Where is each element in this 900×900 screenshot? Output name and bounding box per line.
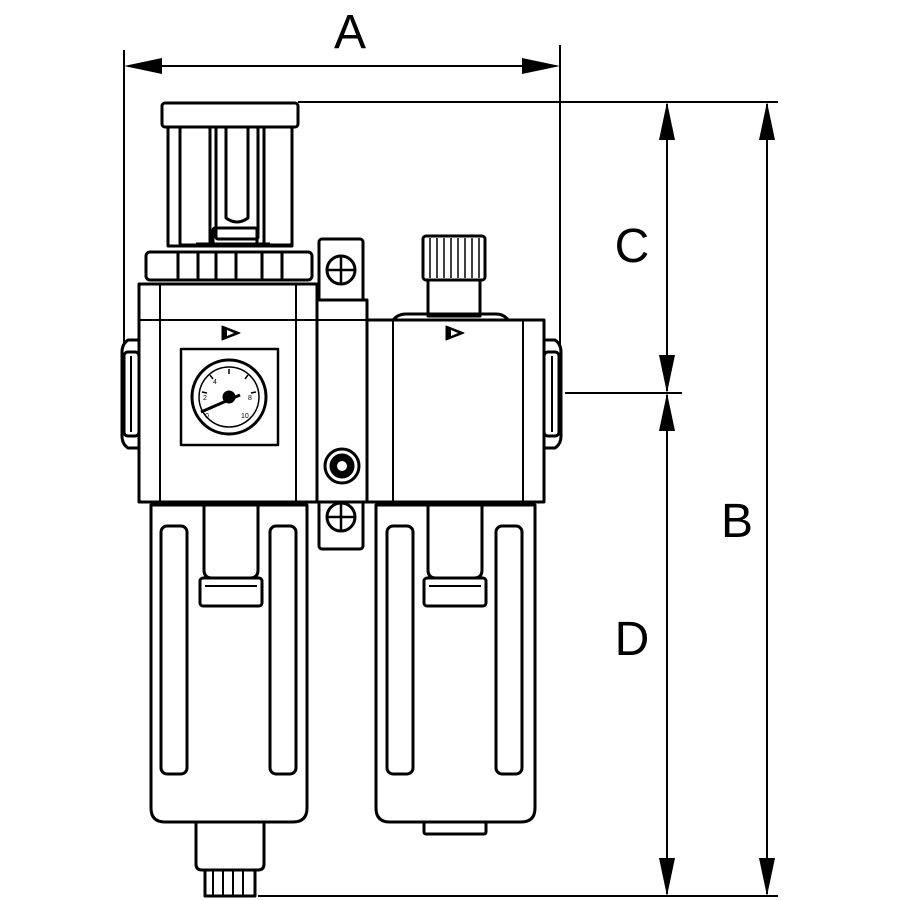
gauge-tick-0: 0 — [205, 413, 209, 420]
dimension-label-b: B — [721, 495, 753, 548]
dimension-lines — [123, 45, 778, 897]
lubricator-bowl — [374, 503, 537, 836]
dimension-label-d: D — [615, 613, 650, 666]
gauge-tick-8: 8 — [248, 395, 252, 402]
adjustment-knob — [160, 101, 300, 248]
pressure-gauge — [179, 347, 280, 447]
gauge-tick-4: 4 — [213, 379, 217, 386]
dimension-label-a: A — [334, 6, 366, 59]
inlet-port — [120, 338, 141, 450]
lock-nut — [144, 242, 314, 282]
dimension-label-c: C — [615, 220, 650, 273]
gauge-tick-2: 2 — [203, 395, 207, 402]
outlet-port — [542, 338, 563, 450]
oil-adjust-knob — [421, 234, 487, 318]
lubricator-unit — [365, 234, 563, 836]
filter-bowl — [149, 503, 309, 824]
mounting-bracket — [315, 237, 369, 551]
drain-valve — [194, 822, 266, 898]
lubricator-body — [365, 318, 546, 504]
bracket-screw-icon — [323, 447, 361, 485]
filter-regulator-unit: 0 2 4 8 10 — [120, 101, 319, 898]
gauge-tick-10: 10 — [241, 413, 249, 420]
